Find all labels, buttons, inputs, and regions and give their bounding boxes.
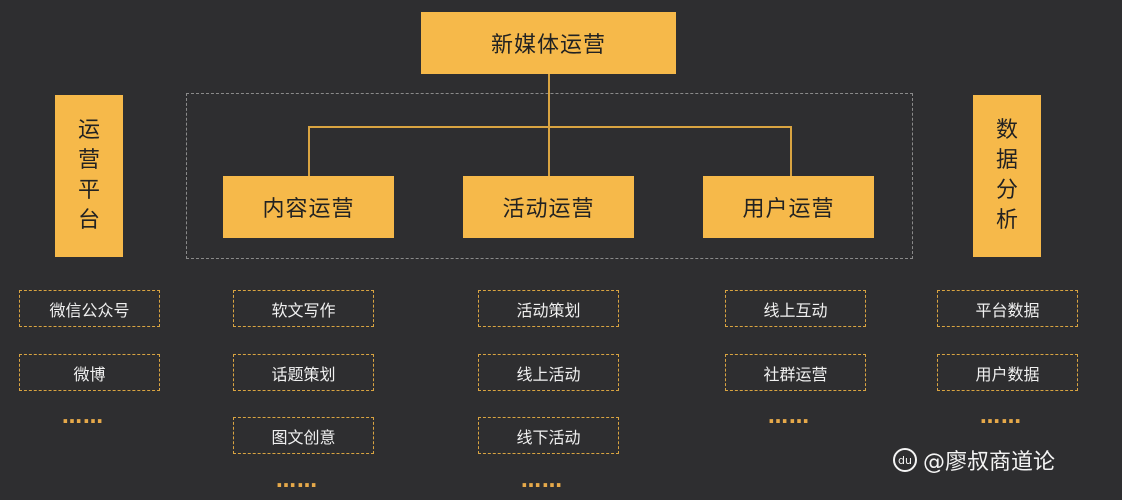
data-ellipsis: …… xyxy=(980,404,1022,428)
branch-label: 内容运营 xyxy=(262,197,355,222)
tag-label: 活动策划 xyxy=(516,300,581,320)
activity-item: 线下活动 xyxy=(478,417,619,454)
tag-label: 线下活动 xyxy=(516,427,581,447)
connector-horizontal xyxy=(308,126,791,128)
branch-node-content: 内容运营 xyxy=(223,176,394,238)
data-item: 用户数据 xyxy=(937,354,1078,391)
activity-item: 线上活动 xyxy=(478,354,619,391)
branches-frame xyxy=(186,93,913,259)
left-pillar-label: 运营平台 xyxy=(77,118,100,233)
watermark: du @廖叔商道论 xyxy=(893,444,1055,476)
user-item: 社群运营 xyxy=(725,354,866,391)
tag-label: 平台数据 xyxy=(975,300,1040,320)
content-ellipsis: …… xyxy=(276,468,318,492)
tag-label: 线上互动 xyxy=(763,300,828,320)
branch-label: 活动运营 xyxy=(502,197,595,222)
branch-node-activity: 活动运营 xyxy=(463,176,634,238)
platform-ellipsis: …… xyxy=(62,404,104,428)
right-pillar-label: 数据分析 xyxy=(995,118,1018,233)
root-node-label: 新媒体运营 xyxy=(490,33,606,58)
user-ellipsis: …… xyxy=(768,404,810,428)
connector-right-drop xyxy=(790,126,792,176)
right-pillar-node: 数据分析 xyxy=(973,95,1041,257)
tag-label: 话题策划 xyxy=(271,364,336,384)
user-item: 线上互动 xyxy=(725,290,866,327)
activity-ellipsis: …… xyxy=(521,468,563,492)
watermark-text: @廖叔商道论 xyxy=(923,450,1056,475)
branch-label: 用户运营 xyxy=(742,197,835,222)
branch-node-user: 用户运营 xyxy=(703,176,874,238)
tag-label: 社群运营 xyxy=(763,364,828,384)
content-item: 图文创意 xyxy=(233,417,374,454)
data-item: 平台数据 xyxy=(937,290,1078,327)
tag-label: 微信公众号 xyxy=(49,300,130,320)
content-item: 软文写作 xyxy=(233,290,374,327)
watermark-logo-icon: du xyxy=(893,448,917,472)
tag-label: 软文写作 xyxy=(271,300,336,320)
connector-middle-drop xyxy=(548,74,550,176)
connector-left-drop xyxy=(308,126,310,176)
left-pillar-node: 运营平台 xyxy=(55,95,123,257)
tag-label: 图文创意 xyxy=(271,427,336,447)
tag-label: 微博 xyxy=(73,364,106,384)
content-item: 话题策划 xyxy=(233,354,374,391)
platform-item: 微信公众号 xyxy=(19,290,160,327)
root-node: 新媒体运营 xyxy=(421,12,676,74)
tag-label: 用户数据 xyxy=(975,364,1040,384)
activity-item: 活动策划 xyxy=(478,290,619,327)
platform-item: 微博 xyxy=(19,354,160,391)
tag-label: 线上活动 xyxy=(516,364,581,384)
